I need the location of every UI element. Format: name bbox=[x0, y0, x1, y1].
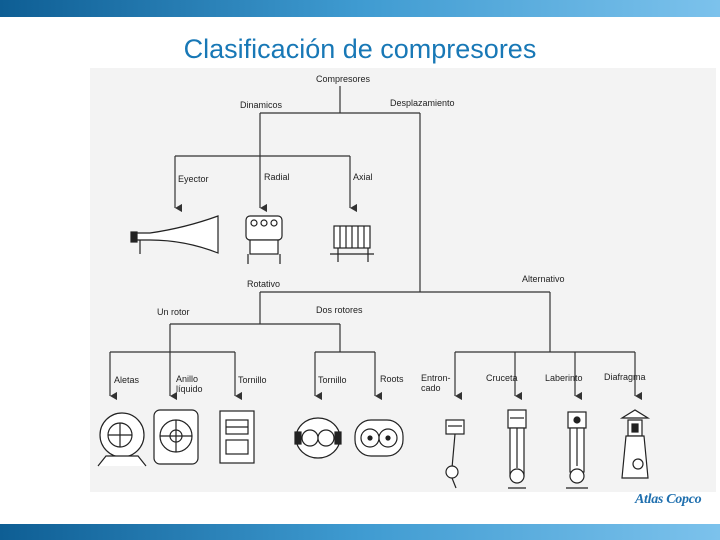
vane-compressor-drawing bbox=[97, 412, 147, 467]
node-eyector: Eyector bbox=[178, 174, 209, 184]
node-aletas: Aletas bbox=[114, 375, 140, 385]
crosshead-compressor-drawing bbox=[507, 409, 527, 489]
atlas-copco-logo: Atlas Copco bbox=[635, 492, 702, 507]
bottom-accent-bar bbox=[0, 524, 720, 540]
node-tornillo-un-rotor: Tornillo bbox=[238, 375, 267, 385]
node-laberinto: Laberinto bbox=[545, 373, 583, 383]
node-un-rotor: Un rotor bbox=[157, 307, 190, 317]
radial-compressor-drawing bbox=[245, 215, 283, 264]
node-desplazamiento: Desplazamiento bbox=[390, 98, 455, 108]
node-cruceta: Cruceta bbox=[486, 373, 518, 383]
single-screw-compressor-drawing bbox=[219, 410, 255, 464]
axial-compressor-drawing bbox=[330, 225, 374, 262]
liquid-ring-compressor-drawing bbox=[153, 409, 199, 465]
node-compresores: Compresores bbox=[316, 74, 371, 84]
node-rotativo: Rotativo bbox=[247, 279, 281, 289]
compressor-classification-diagram: Compresores Dinamicos Desplazamiento Eye… bbox=[90, 68, 716, 492]
ejector-drawing bbox=[130, 215, 219, 254]
node-entroncado: Entron-cado bbox=[421, 373, 451, 393]
node-roots: Roots bbox=[380, 374, 404, 384]
node-anillo-liquido: Anillo líquido bbox=[176, 374, 203, 394]
labyrinth-compressor-drawing bbox=[566, 411, 588, 489]
node-diafragma: Diafragma bbox=[604, 372, 646, 382]
node-axial: Axial bbox=[353, 172, 373, 182]
node-dinamicos: Dinamicos bbox=[240, 100, 283, 110]
trunk-piston-compressor-drawing bbox=[445, 419, 465, 489]
twin-screw-compressor-drawing bbox=[294, 417, 342, 459]
node-tornillo-dos-rotores: Tornillo bbox=[318, 375, 347, 385]
top-accent-bar bbox=[0, 0, 720, 17]
node-radial: Radial bbox=[264, 172, 290, 182]
slide-title: Clasificación de compresores bbox=[183, 34, 537, 64]
tree-connectors bbox=[97, 86, 651, 489]
node-dos-rotores: Dos rotores bbox=[316, 305, 363, 315]
node-alternativo: Alternativo bbox=[522, 274, 565, 284]
diaphragm-compressor-drawing bbox=[619, 409, 651, 479]
roots-blower-drawing bbox=[354, 419, 404, 457]
